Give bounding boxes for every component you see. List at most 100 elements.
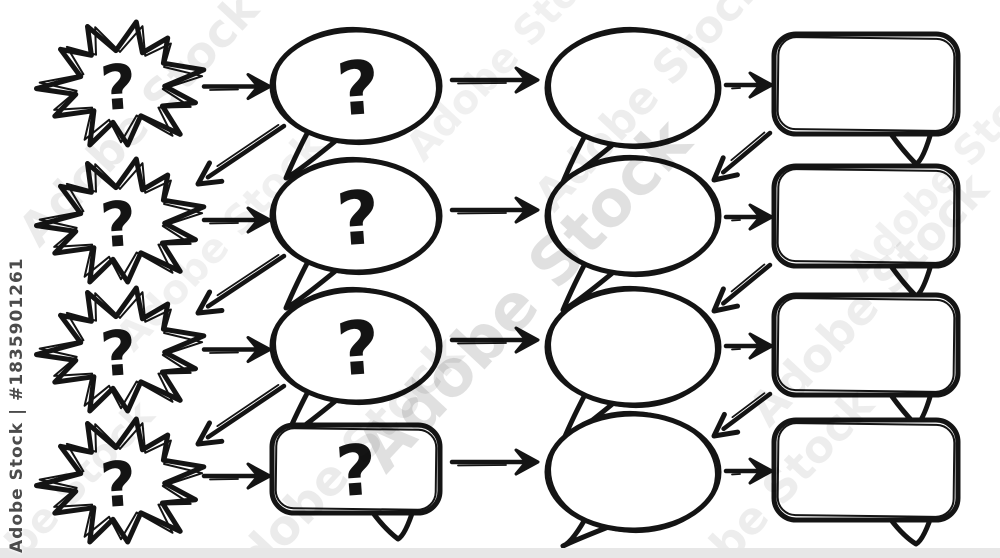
- arrow-shaft-sketch: [209, 351, 239, 354]
- rect-bubble: [771, 292, 961, 428]
- diagram-row: ??: [34, 19, 961, 185]
- arrow-shaft-sketch: [731, 348, 741, 351]
- down-left-arrow-icon: [195, 123, 287, 187]
- arrow-shaft-sketch: [457, 212, 507, 215]
- arrow-head: [246, 206, 272, 234]
- diagram-row: ??: [34, 285, 961, 444]
- arrow-head: [195, 160, 225, 187]
- oval-bubble: [544, 26, 722, 185]
- question-mark-label: ?: [334, 305, 383, 394]
- footer-strip: [0, 548, 1000, 558]
- arrow-shaft: [205, 253, 287, 309]
- right-arrow-icon: [449, 448, 540, 476]
- rect-outline: [771, 292, 961, 398]
- oval-outline: [544, 411, 722, 533]
- arrow-head: [711, 286, 740, 314]
- right-arrow-icon: [723, 71, 774, 99]
- right-arrow-icon: [201, 206, 272, 234]
- arrow-shaft-sketch: [209, 88, 239, 91]
- burst-bubble: ?: [34, 416, 207, 545]
- rect-bubble: [771, 31, 961, 167]
- rect-outline: [771, 31, 961, 137]
- burst-bubble: ?: [34, 19, 207, 148]
- oval-outline: [544, 27, 722, 149]
- arrow-shaft-sketch: [209, 478, 239, 481]
- arrow-head: [711, 411, 741, 439]
- oval-sketch-line: [549, 26, 717, 150]
- right-arrow-icon: [723, 203, 774, 231]
- arrow-shaft-sketch: [731, 219, 741, 222]
- oval-bubble: ?: [269, 26, 443, 181]
- down-left-arrow-icon: [195, 383, 287, 447]
- oval-bubble: [544, 410, 722, 549]
- question-mark-label: ?: [333, 429, 379, 514]
- arrow-shaft-sketch: [731, 473, 741, 476]
- stock-id-watermark: Adobe Stock | #1835901261: [7, 257, 27, 553]
- arrow-head: [514, 66, 540, 94]
- rect-bubble: [771, 163, 961, 299]
- diagram-row: ??: [34, 410, 961, 549]
- arrow-head: [195, 420, 225, 447]
- arrow-head: [748, 332, 774, 360]
- burst-bubble: ?: [34, 156, 207, 285]
- arrow-shaft-sketch: [457, 342, 507, 345]
- rect-bubble: [771, 417, 961, 547]
- down-left-arrow-icon: [195, 253, 287, 316]
- arrow-shaft-sketch: [216, 124, 280, 167]
- burst-sketch-line: [38, 25, 204, 144]
- question-mark-label: ?: [98, 50, 139, 125]
- question-mark-label: ?: [334, 45, 383, 134]
- oval-sketch-line: [549, 154, 717, 278]
- oval-sketch-line: [549, 410, 717, 534]
- arrow-head: [748, 457, 774, 485]
- oval-outline: [269, 157, 443, 275]
- right-arrow-icon: [201, 462, 272, 490]
- burst-sketch-line: [38, 162, 204, 281]
- burst-sketch-line: [38, 291, 204, 410]
- oval-outline: [269, 27, 443, 145]
- oval-outline: [544, 286, 722, 408]
- right-arrow-icon: [449, 66, 540, 94]
- oval-bubble: ?: [269, 156, 443, 311]
- rect-bubble: ?: [269, 422, 443, 542]
- burst-sketch-line: [38, 422, 204, 541]
- oval-sketch-line: [549, 285, 717, 409]
- arrow-head: [748, 203, 774, 231]
- rect-sketch-line: [776, 36, 956, 132]
- arrow-shaft-sketch: [731, 392, 766, 419]
- rect-sketch-line: [776, 168, 956, 264]
- question-mark-label: ?: [98, 187, 139, 262]
- arrow-shaft-sketch: [457, 464, 507, 467]
- burst-bubble: ?: [34, 285, 207, 414]
- arrow-head: [711, 155, 740, 183]
- right-arrow-icon: [449, 326, 540, 354]
- rect-sketch-line: [776, 297, 956, 393]
- arrow-head: [514, 196, 540, 224]
- rect-outline: [269, 422, 443, 516]
- rect-outline: [771, 163, 961, 269]
- rect-sketch-line: [776, 422, 956, 518]
- diagram-row: ??: [34, 154, 961, 313]
- oval-sketch-line: [274, 26, 438, 146]
- diagram-layer: ????????: [34, 19, 961, 549]
- arrow-shaft: [205, 383, 287, 440]
- question-mark-label: ?: [98, 316, 139, 391]
- rect-sketch-line: [274, 427, 438, 511]
- arrow-shaft: [721, 262, 773, 306]
- arrow-shaft-sketch: [216, 384, 280, 427]
- question-mark-label: ?: [98, 447, 139, 522]
- arrow-head: [514, 448, 540, 476]
- arrow-head: [195, 289, 225, 316]
- arrow-head: [748, 71, 774, 99]
- rect-outline: [771, 417, 961, 523]
- right-arrow-icon: [723, 457, 774, 485]
- down-left-arrow-icon: [711, 391, 773, 439]
- arrow-shaft-sketch: [731, 87, 741, 90]
- oval-sketch-line: [274, 286, 438, 406]
- arrow-head: [246, 462, 272, 490]
- arrow-shaft: [721, 391, 773, 432]
- arrow-shaft: [205, 123, 287, 180]
- arrow-shaft-sketch: [457, 82, 507, 85]
